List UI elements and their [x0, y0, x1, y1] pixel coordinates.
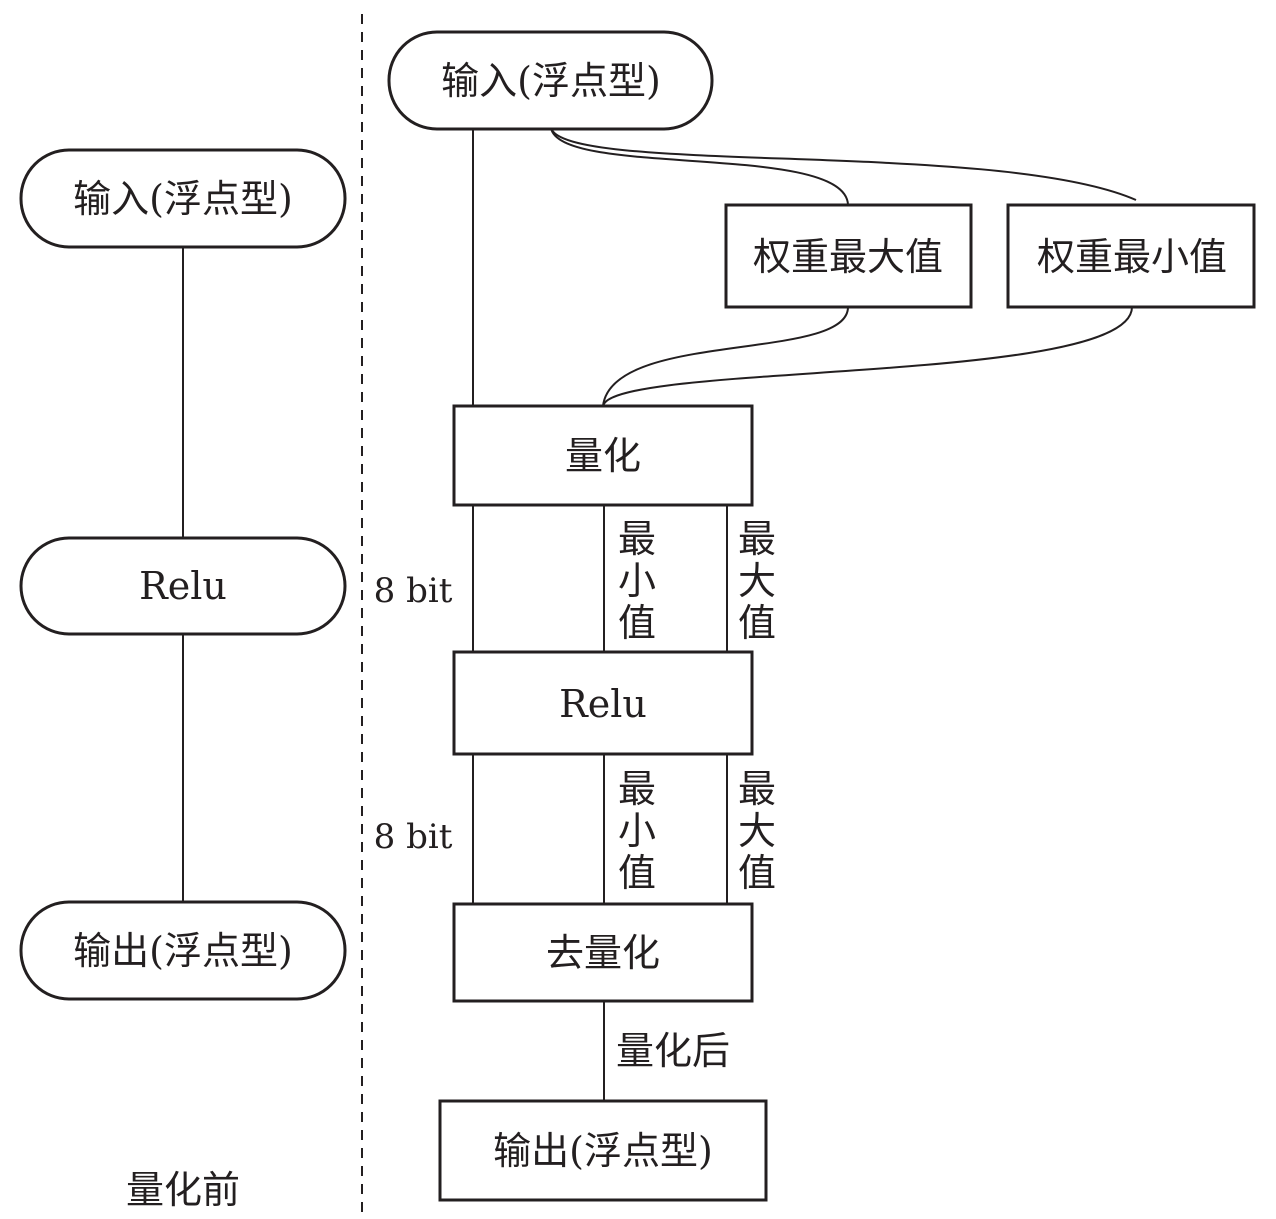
before-input-label: 输入(浮点型) — [73, 177, 293, 221]
dequantize-label: 去量化 — [546, 931, 660, 975]
before-output-node — [19, 900, 347, 1001]
max-label-2-char-2: 大 — [738, 809, 776, 853]
dequantize-node — [452, 902, 754, 1003]
min-label-1-char-2: 小 — [618, 559, 656, 603]
quantize-node — [452, 404, 754, 507]
max-label-2-char-1: 最 — [738, 767, 776, 811]
before-input-node — [19, 148, 347, 249]
after-relu-label: Relu — [559, 682, 647, 726]
after-input-node — [387, 30, 714, 131]
before-caption: 量化前 — [126, 1168, 240, 1212]
before-output-label: 输出(浮点型) — [73, 929, 293, 973]
after-relu-node — [452, 650, 754, 756]
after-output-node — [438, 1099, 768, 1202]
min-label-2-char-1: 最 — [618, 767, 656, 811]
min-label-2-char-2: 小 — [618, 809, 656, 853]
quantized-label: 量化后 — [616, 1029, 730, 1073]
edge-input-to-weight-min — [550, 127, 1137, 201]
weight-max-label: 权重最大值 — [753, 235, 943, 279]
max-label-1-char-3: 值 — [738, 601, 776, 645]
max-label-1-char-2: 大 — [738, 559, 776, 603]
min-label-2-char-3: 值 — [618, 851, 656, 895]
edge-input-to-weight-max — [550, 127, 849, 206]
bits-label-1: 8 bit — [374, 571, 453, 611]
min-label-1-char-3: 值 — [618, 601, 656, 645]
max-label-1-char-1: 最 — [738, 517, 776, 561]
bits-label-2: 8 bit — [374, 817, 453, 857]
weight-max-node — [724, 203, 973, 309]
after-output-label: 输出(浮点型) — [493, 1129, 713, 1173]
weight-min-label: 权重最小值 — [1037, 235, 1227, 279]
before-relu-label: Relu — [139, 564, 227, 608]
weight-min-node — [1006, 203, 1256, 309]
before-relu-node — [19, 536, 347, 636]
quantize-label: 量化 — [565, 434, 641, 478]
max-label-2-char-3: 值 — [738, 851, 776, 895]
after-input-label: 输入(浮点型) — [441, 59, 661, 103]
edge-weight-max-to-quantize — [602, 306, 849, 407]
min-label-1-char-1: 最 — [618, 517, 656, 561]
edge-weight-min-to-quantize — [602, 306, 1133, 407]
